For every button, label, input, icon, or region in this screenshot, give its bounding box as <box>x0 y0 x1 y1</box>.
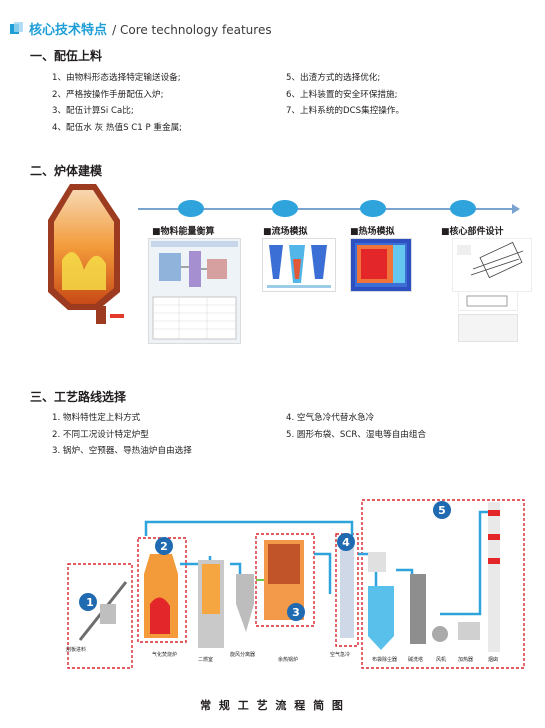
header-title-cn: 核心技术特点 <box>29 23 108 38</box>
step-number-4: 4 <box>342 536 350 549</box>
stage-label-thermal-field: ■热场模拟 <box>350 227 395 237</box>
timeline-node <box>178 200 204 217</box>
list-item: 2、严格按操作手册配伍入炉; <box>52 89 164 100</box>
flow-diagram-caption: 常 规 工 艺 流 程 简 图 <box>200 699 345 712</box>
step-number-1: 1 <box>86 596 94 609</box>
list-item: 1. 物料特性定上料方式 <box>52 413 141 423</box>
list-item: 5、出渣方式的选择优化; <box>286 73 381 83</box>
refractory-material-image <box>458 314 518 342</box>
timeline-node <box>272 200 298 217</box>
timeline-line <box>138 208 516 210</box>
list-item: 4. 空气急冷代替水急冷 <box>286 413 375 423</box>
list-item: 5. 圆形布袋、SCR、湿电等自由组合 <box>286 429 427 440</box>
timeline-node <box>360 200 386 217</box>
core-component-part-image <box>458 291 518 311</box>
equipment-label: 空气急冷 <box>330 652 351 658</box>
thermal-field-simulation-image <box>350 238 412 292</box>
section-3-list-left: 1. 物料特性定上料方式 2. 不同工况设计特定炉型 3. 锅炉、空预器、导热油… <box>52 410 192 460</box>
section-3-heading: 三、工艺路线选择 <box>30 390 127 404</box>
core-component-design-image <box>452 238 532 292</box>
section-1-list-left: 1、由物料形态选择特定输送设备; 2、严格按操作手册配伍入炉; 3、配伍计算Si… <box>52 70 182 136</box>
list-item: 3. 锅炉、空预器、导热油炉自由选择 <box>52 446 192 456</box>
stage-label-core-parts: ■核心部件设计 <box>441 227 504 237</box>
header-icon <box>10 20 23 34</box>
header-title-en: / Core technology features <box>112 23 272 37</box>
section-3-list-right: 4. 空气急冷代替水急冷 5. 圆形布袋、SCR、湿电等自由组合 <box>286 410 426 443</box>
equipment-label: 碱洗塔 <box>408 657 424 663</box>
timeline-arrow-icon <box>512 204 520 214</box>
section-1-list-right: 5、出渣方式的选择优化; 6、上料装置的安全环保措施; 7、上料系统的DCS集控… <box>286 70 404 120</box>
step-number-2: 2 <box>160 540 168 553</box>
equipment-label: 二燃室 <box>198 657 214 663</box>
equipment-label: 余热锅炉 <box>278 657 299 663</box>
list-item: 2. 不同工况设计特定炉型 <box>52 429 149 440</box>
stage-label-flow-field: ■流场模拟 <box>263 227 308 237</box>
page-header: 核心技术特点 / Core technology features <box>29 19 272 38</box>
equipment-label: 布袋除尘器 <box>372 657 398 663</box>
list-item: 3、配伍计算Si Ca比; <box>52 106 134 116</box>
equipment-label: 气化焚烧炉 <box>152 652 178 658</box>
list-item: 6、上料装置的安全环保措施; <box>286 89 398 100</box>
equipment-label: 旋风分离器 <box>230 652 256 658</box>
equipment-label: 烟囱 <box>488 657 499 663</box>
list-item: 7、上料系统的DCS集控操作。 <box>286 106 405 116</box>
section-1-heading: 一、配伍上料 <box>30 49 103 63</box>
equipment-label: 刮板进料 <box>66 647 87 653</box>
stage-label-mass-energy: ■物料能量衡算 <box>152 227 215 237</box>
list-item: 4、配伍水 灰 热值S C1 P 重金属; <box>52 122 183 133</box>
list-item: 1、由物料形态选择特定输送设备; <box>52 73 181 83</box>
equipment-label: 风机 <box>436 657 447 663</box>
section-2-heading: 二、炉体建模 <box>30 164 103 178</box>
mass-energy-balance-image <box>148 238 241 344</box>
flow-field-simulation-image <box>262 238 336 292</box>
equipment-label: 加热器 <box>458 657 474 663</box>
furnace-illustration <box>40 180 130 330</box>
step-number-3: 3 <box>292 606 300 619</box>
process-flow-diagram <box>60 494 530 676</box>
timeline-node <box>450 200 476 217</box>
step-number-5: 5 <box>438 504 446 517</box>
